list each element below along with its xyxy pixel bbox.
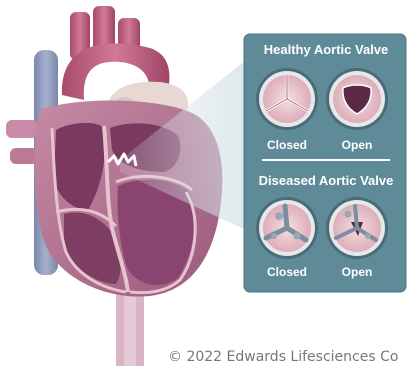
healthy-closed-label: Closed [262, 138, 312, 152]
diseased-open-valve [326, 197, 388, 259]
healthy-closed-valve [256, 68, 318, 130]
valve-info-panel [244, 34, 406, 292]
left-vessel-lower [10, 148, 38, 164]
healthy-open-label: Open [332, 138, 382, 152]
diseased-open-label: Open [332, 265, 382, 279]
diseased-closed-label: Closed [262, 265, 312, 279]
copyright-notice: © 2022 Edwards Lifesciences Co [168, 348, 409, 366]
diseased-closed-valve [256, 197, 318, 259]
diseased-valve-title: Diseased Aortic Valve [246, 173, 406, 188]
left-vessel [6, 120, 38, 138]
healthy-valve-title: Healthy Aortic Valve [246, 42, 406, 57]
healthy-open-valve [326, 68, 388, 130]
